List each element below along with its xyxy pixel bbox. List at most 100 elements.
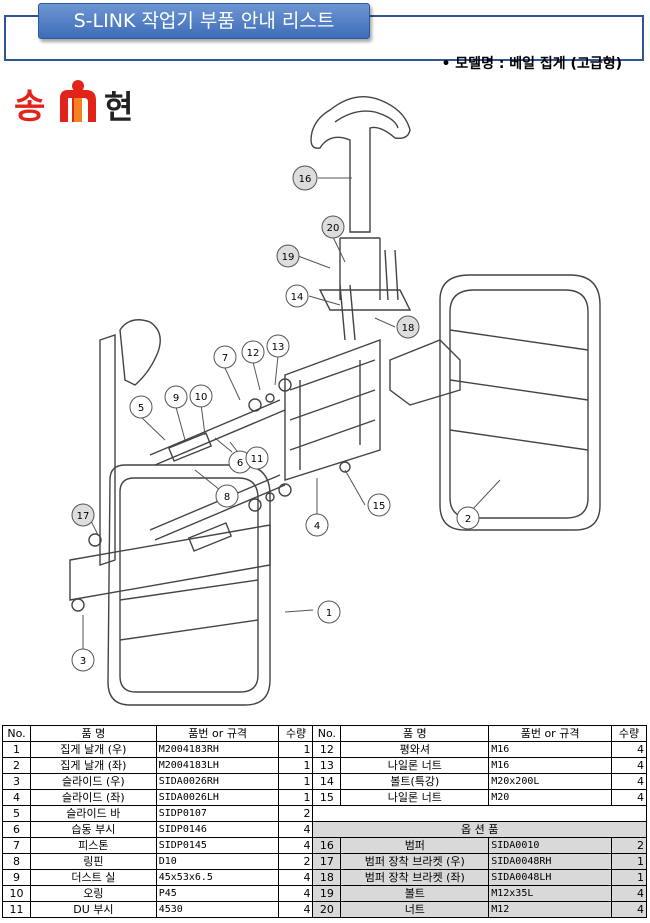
callout-18: 18 (396, 315, 420, 339)
option-row-name: 범퍼 장착 브라켓 (우) (340, 853, 490, 870)
company-logo: 송 현 (14, 80, 133, 127)
row-name: 나일론 너트 (340, 757, 490, 774)
row-name: 평와셔 (340, 741, 490, 758)
row-part: D10 (155, 853, 280, 870)
row-name: 나일론 너트 (340, 789, 490, 806)
row-no: 3 (2, 773, 31, 790)
model-name: • 모델명 : 베일 집게 (고급형) (441, 56, 622, 72)
row-name: 오링 (29, 885, 157, 902)
callout-15: 15 (367, 493, 391, 517)
page-title: S-LINK 작업기 부품 안내 리스트 (38, 3, 370, 39)
callout-9-label: 9 (173, 393, 179, 404)
callout-2: 2 (456, 506, 480, 530)
callout-17-label: 17 (77, 511, 90, 522)
header-qty-left: 수량 (278, 725, 314, 742)
row-part: SIDA0026LH (155, 789, 280, 806)
option-row-no: 19 (312, 885, 342, 902)
option-row-name: 볼트 (340, 885, 490, 902)
callout-7: 7 (213, 345, 237, 369)
row-part: 4530 (155, 901, 280, 918)
callout-12-label: 12 (247, 348, 260, 359)
row-qty: 4 (278, 837, 314, 854)
option-row-no: 17 (312, 853, 342, 870)
row-qty: 4 (278, 869, 314, 886)
callout-8: 8 (215, 484, 239, 508)
row-no: 7 (2, 837, 31, 854)
row-no: 9 (2, 869, 31, 886)
row-part: M20 (488, 789, 612, 806)
row-part: M2004183RH (155, 741, 280, 758)
callout-3-label: 3 (80, 656, 86, 667)
row-qty: 4 (610, 757, 648, 774)
row-name: 집게 날개 (좌) (29, 757, 157, 774)
row-qty: 1 (278, 741, 314, 758)
row-name: 링핀 (29, 853, 157, 870)
callout-4: 4 (305, 513, 329, 537)
row-no: 11 (2, 901, 31, 918)
callout-14-label: 14 (291, 292, 304, 303)
row-qty: 4 (278, 901, 314, 918)
row-qty: 1 (278, 773, 314, 790)
callout-10: 10 (189, 384, 213, 408)
row-part: SIDP0107 (155, 805, 280, 822)
row-name: 습동 부시 (29, 821, 157, 838)
row-qty: 4 (610, 773, 648, 790)
callout-18-label: 18 (402, 323, 415, 334)
option-row-qty: 4 (610, 901, 648, 918)
callout-10-label: 10 (195, 392, 208, 403)
row-qty: 1 (278, 789, 314, 806)
row-part: M20x200L (488, 773, 612, 790)
row-qty: 1 (278, 757, 314, 774)
option-row-no: 18 (312, 869, 342, 886)
callout-7-label: 7 (222, 353, 228, 364)
callout-14: 14 (285, 284, 309, 308)
row-part: 45x53x6.5 (155, 869, 280, 886)
callout-16-label: 16 (299, 174, 312, 185)
row-name: 슬라이드 (좌) (29, 789, 157, 806)
row-qty: 2 (278, 853, 314, 870)
row-name: 슬라이드 (우) (29, 773, 157, 790)
row-qty: 4 (278, 821, 314, 838)
option-row-part: M12 (488, 901, 612, 918)
callout-3: 3 (71, 648, 95, 672)
row-qty: 2 (278, 805, 314, 822)
callout-17: 17 (71, 503, 95, 527)
header-no-right: No. (312, 725, 342, 742)
row-part: SIDP0146 (155, 821, 280, 838)
callout-13: 13 (266, 334, 290, 358)
callout-5-label: 5 (138, 403, 144, 414)
row-qty: 4 (610, 741, 648, 758)
callout-20-label: 20 (327, 223, 340, 234)
callout-2-label: 2 (465, 514, 471, 525)
callout-11-label: 11 (251, 454, 264, 465)
option-row-qty: 1 (610, 853, 648, 870)
row-qty: 4 (610, 789, 648, 806)
option-row-qty: 2 (610, 837, 648, 854)
callout-20: 20 (321, 215, 345, 239)
row-no: 14 (312, 773, 342, 790)
header-name-right: 품 명 (340, 725, 490, 742)
callout-19: 19 (276, 244, 300, 268)
blank-cell (312, 805, 647, 822)
row-name: 피스톤 (29, 837, 157, 854)
row-no: 6 (2, 821, 31, 838)
row-qty: 4 (278, 885, 314, 902)
diagram-line-art (69, 96, 601, 706)
header-no-left: No. (2, 725, 31, 742)
option-row-qty: 4 (610, 885, 648, 902)
row-no: 10 (2, 885, 31, 902)
callout-9: 9 (164, 385, 188, 409)
option-row-no: 20 (312, 901, 342, 918)
callout-12: 12 (241, 340, 265, 364)
row-no: 5 (2, 805, 31, 822)
row-name: 집게 날개 (우) (29, 741, 157, 758)
row-part: M16 (488, 741, 612, 758)
